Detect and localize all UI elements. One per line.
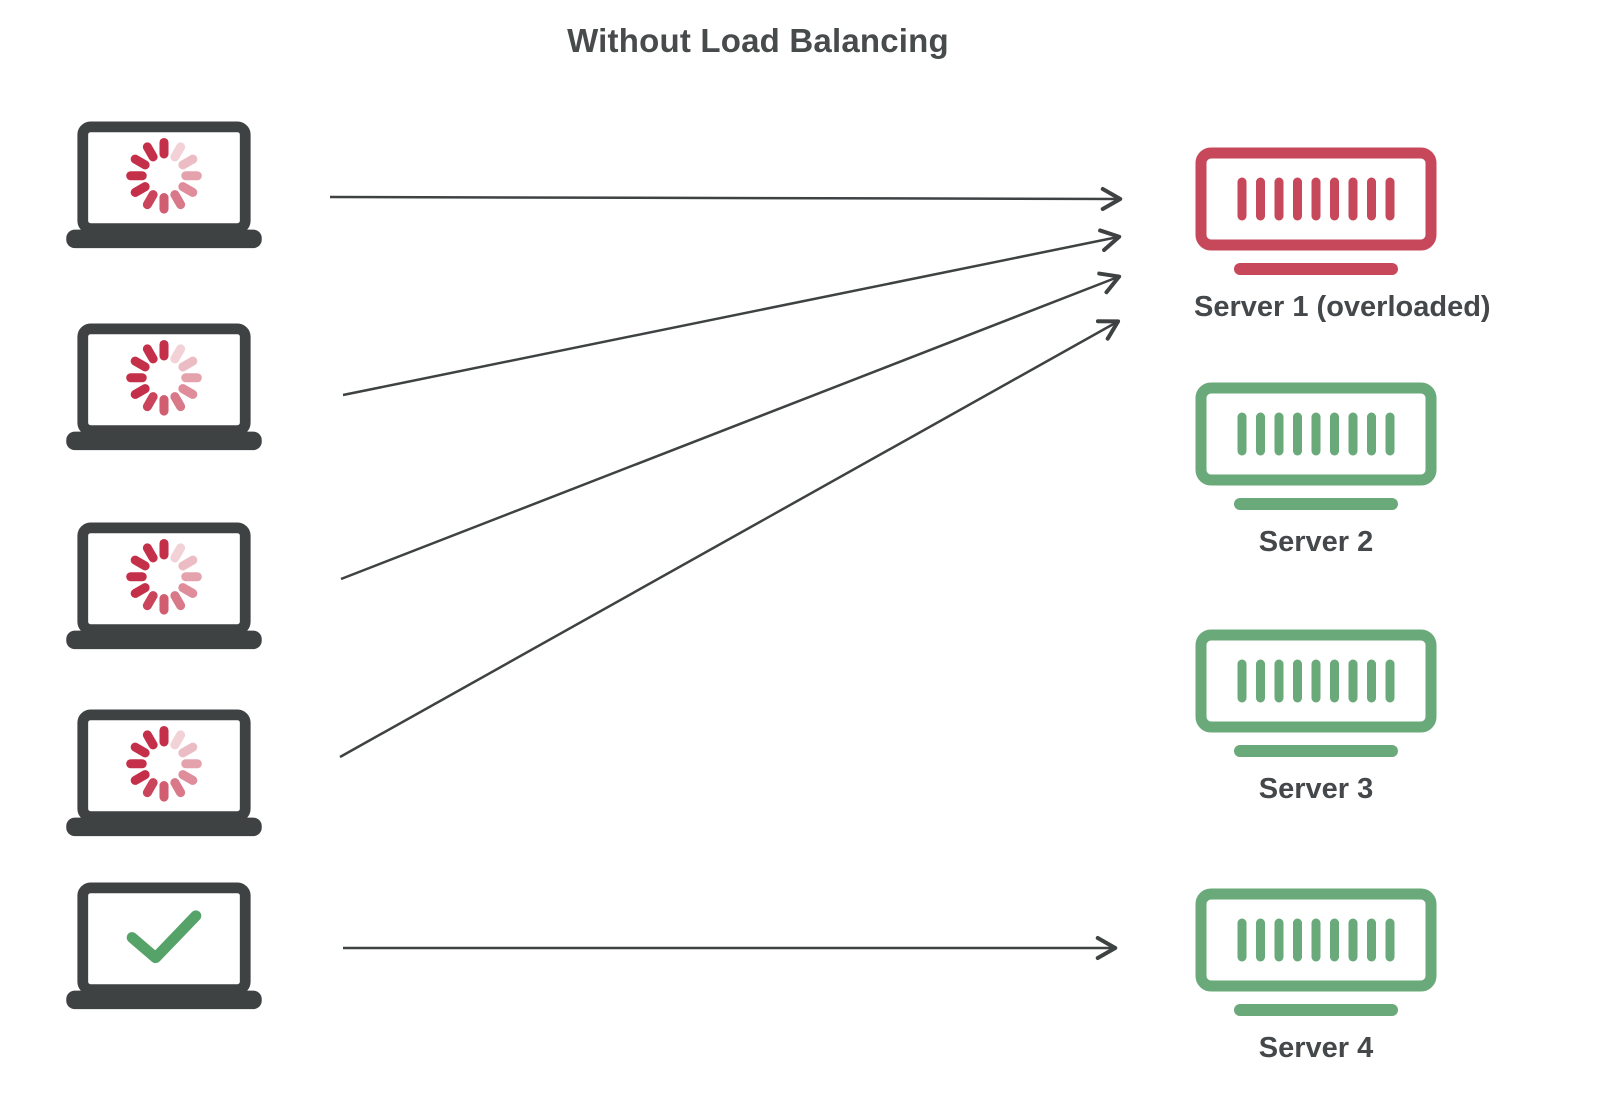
server-4: Server 4 [1194,888,1438,1065]
client-laptop-5 [66,880,262,1018]
server-2: Server 2 [1194,382,1438,559]
server-2-label: Server 2 [1258,526,1374,558]
client-laptop-1 [66,119,262,257]
server-3-label: Server 3 [1258,773,1374,805]
laptop-icon [66,707,262,844]
laptop-icon [66,321,262,458]
diagram-title: Without Load Balancing [567,22,949,59]
server-icon [1194,888,1438,1024]
server-icon [1194,629,1438,765]
server-3: Server 3 [1194,629,1438,806]
client-laptop-4 [66,707,262,845]
client-laptop-3 [66,520,262,658]
laptop-icon [66,520,262,657]
arrow-client1-to-server1 [329,186,1123,211]
server-4-label: Server 4 [1258,1032,1374,1064]
laptop-icon [66,880,262,1017]
laptop-icon [66,119,262,256]
arrow-client2-to-server1 [342,228,1122,397]
server-icon [1194,382,1438,518]
server-1-label: Server 1 (overloaded) [1194,291,1491,323]
arrow-client3-to-server1 [340,271,1122,581]
server-1: Server 1 (overloaded) [1194,147,1491,324]
server-icon-overloaded [1194,147,1438,283]
client-laptop-2 [66,321,262,459]
arrow-client4-to-server1 [339,319,1121,759]
